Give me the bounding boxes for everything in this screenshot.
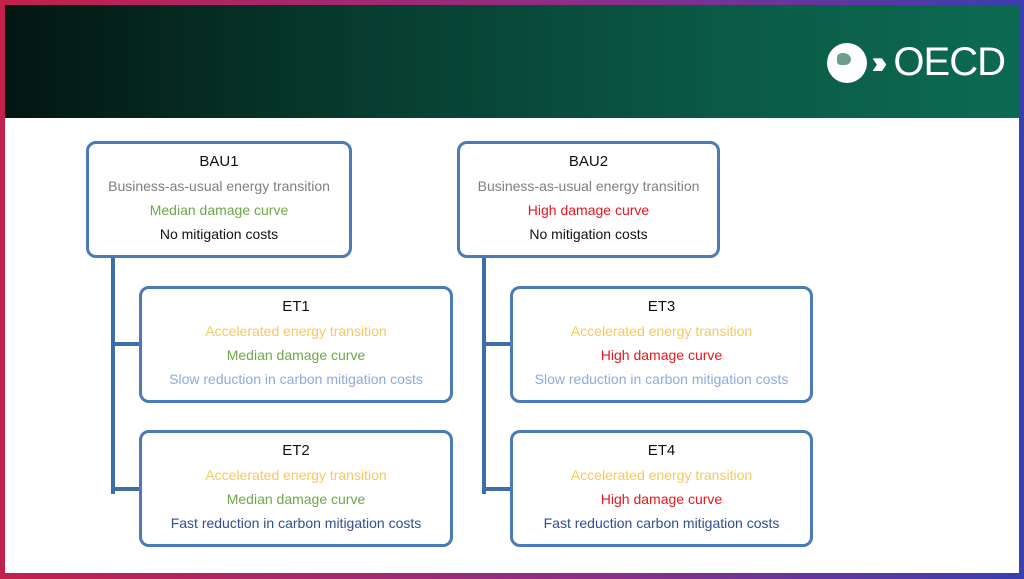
connector-et1 [111, 342, 141, 346]
energy-transition: Accelerated energy transition [570, 323, 753, 339]
scenario-box-bau1: BAU1 Business-as-usual energy transition… [86, 141, 352, 258]
damage-curve: Median damage curve [226, 347, 366, 363]
scenario-box-et1: ET1 Accelerated energy transition Median… [139, 286, 453, 403]
damage-curve: Median damage curve [149, 202, 289, 218]
scenario-box-et4: ET4 Accelerated energy transition High d… [510, 430, 813, 547]
connector-bau1 [111, 257, 115, 494]
energy-transition: Accelerated energy transition [205, 467, 387, 483]
scenario-box-bau2: BAU2 Business-as-usual energy transition… [457, 141, 720, 258]
connector-et3 [482, 342, 512, 346]
connector-et4 [482, 487, 512, 491]
header-banner: ››› OECD [5, 5, 1019, 118]
energy-transition: Business-as-usual energy transition [477, 178, 700, 194]
mitigation-costs: Fast reduction carbon mitigation costs [543, 515, 780, 531]
mitigation-costs: Slow reduction in carbon mitigation cost… [534, 371, 789, 387]
energy-transition: Accelerated energy transition [205, 323, 387, 339]
energy-transition: Accelerated energy transition [570, 467, 753, 483]
slide: ››› OECD BAU1 Business-as-usual energy t… [5, 5, 1019, 573]
globe-icon [827, 42, 868, 83]
connector-bau2 [482, 257, 486, 494]
damage-curve: High damage curve [600, 347, 723, 363]
scenario-box-et2: ET2 Accelerated energy transition Median… [139, 430, 453, 547]
damage-curve: High damage curve [600, 491, 723, 507]
scenario-title: ET2 [282, 442, 310, 459]
energy-transition: Business-as-usual energy transition [108, 178, 330, 194]
scenario-title: ET4 [647, 442, 676, 459]
damage-curve: High damage curve [527, 202, 650, 218]
chevrons-icon: ››› [871, 44, 887, 80]
scenario-title: BAU2 [568, 153, 609, 170]
damage-curve: Median damage curve [226, 491, 366, 507]
mitigation-costs: Slow reduction in carbon mitigation cost… [169, 371, 423, 387]
logo-text: OECD [893, 40, 1006, 84]
mitigation-costs: No mitigation costs [529, 226, 648, 242]
scenario-box-et3: ET3 Accelerated energy transition High d… [510, 286, 813, 403]
mitigation-costs: Fast reduction in carbon mitigation cost… [170, 515, 422, 531]
scenario-title: BAU1 [199, 153, 239, 170]
scenario-title: ET3 [647, 298, 676, 315]
connector-et2 [111, 487, 141, 491]
scenario-title: ET1 [282, 298, 310, 315]
oecd-logo: ››› OECD [827, 40, 1006, 85]
mitigation-costs: No mitigation costs [159, 226, 279, 242]
